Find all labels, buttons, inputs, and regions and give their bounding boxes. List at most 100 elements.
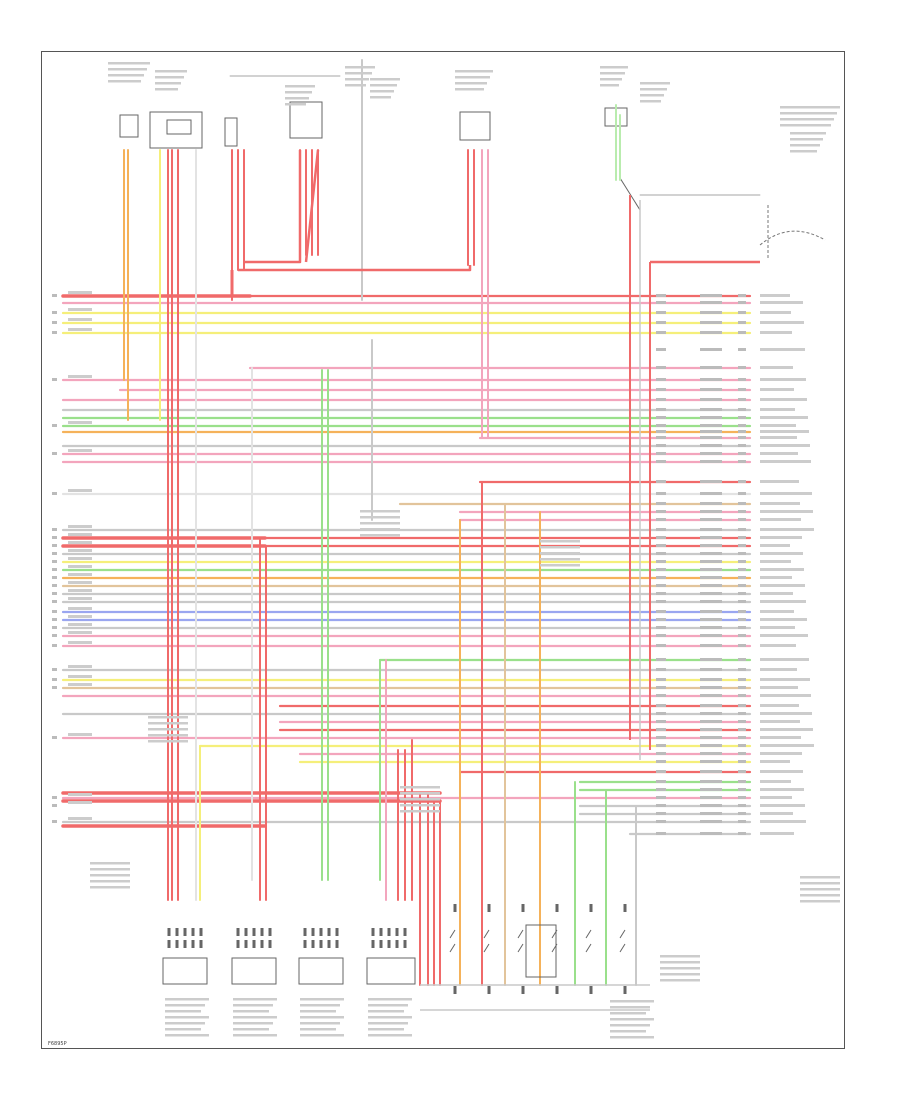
annotation-mark [800, 888, 840, 891]
left-pin-mark [52, 311, 57, 314]
injector-pin [244, 928, 248, 936]
circuit-name-mark [760, 644, 796, 647]
wire-color-mark [700, 694, 722, 697]
injector-pin [403, 940, 407, 948]
circuit-name-mark [760, 686, 798, 689]
wire-color-mark [700, 804, 722, 807]
circuit-name-mark [760, 388, 794, 391]
component-label-mark [790, 138, 823, 141]
injector-pin [175, 928, 179, 936]
annotation-mark [360, 516, 400, 519]
circuit-name-mark [760, 331, 792, 334]
pin-label-mark [656, 788, 666, 791]
pin-label-mark [656, 388, 666, 391]
circuit-name-mark [760, 694, 811, 697]
left-wire-label-mark [68, 308, 92, 311]
pin-number-mark [738, 592, 746, 595]
component-label-mark [368, 1022, 408, 1025]
annotation-mark [400, 786, 440, 789]
coil-switch [517, 929, 524, 953]
wire-color-mark [700, 348, 722, 351]
wire-color-mark [700, 444, 722, 447]
left-wire-label-mark [68, 421, 92, 424]
coil-pin [623, 904, 627, 912]
left-wire-label-mark [68, 793, 92, 796]
circuit-name-mark [760, 804, 805, 807]
pin-label-mark [656, 678, 666, 681]
annotation-mark [540, 540, 580, 543]
circuit-name-mark [760, 560, 791, 563]
injector-pin [395, 940, 399, 948]
coil-pin [453, 904, 457, 912]
circuit-name-mark [760, 592, 793, 595]
pin-label-mark [656, 492, 666, 495]
wire-color-mark [700, 424, 722, 427]
pin-number-mark [738, 430, 746, 433]
injector-pin [371, 928, 375, 936]
pin-number-mark [738, 618, 746, 621]
circuit-name-mark [760, 518, 801, 521]
pin-label-mark [656, 552, 666, 555]
pin-number-mark [738, 694, 746, 697]
circuit-name-mark [760, 780, 791, 783]
left-wire-label-mark [68, 623, 92, 626]
pin-number-mark [738, 301, 746, 304]
left-wire-label-mark [68, 525, 92, 528]
splice-box [224, 117, 238, 147]
left-pin-mark [52, 678, 57, 681]
coil-switch [483, 929, 490, 953]
component-label-mark [610, 1018, 654, 1021]
wire-color-mark [700, 584, 722, 587]
component-label-mark [370, 78, 400, 81]
left-wire-label-mark [68, 615, 92, 618]
component-label-mark [368, 1016, 412, 1019]
pin-label-mark [656, 804, 666, 807]
pin-label-mark [656, 430, 666, 433]
left-pin-mark [52, 644, 57, 647]
component-label-mark [610, 1036, 654, 1039]
pin-number-mark [738, 760, 746, 763]
pin-number-mark [738, 644, 746, 647]
circuit-name-mark [760, 568, 804, 571]
pin-label-mark [656, 480, 666, 483]
left-wire-label-mark [68, 318, 92, 321]
left-wire-label-mark [68, 675, 92, 678]
component-label-mark [155, 76, 184, 79]
pin-label-mark [656, 576, 666, 579]
component-label-mark [790, 132, 826, 135]
injector-pin [303, 940, 307, 948]
wire-color-mark [700, 544, 722, 547]
injector-pin [335, 940, 339, 948]
wire-color-mark [700, 536, 722, 539]
circuit-name-mark [760, 430, 809, 433]
pin-number-mark [738, 712, 746, 715]
component-label-mark [233, 1022, 273, 1025]
left-wire-label-mark [68, 449, 92, 452]
annotation-mark [800, 900, 840, 903]
pin-label-mark [656, 366, 666, 369]
injector-pin [327, 928, 331, 936]
pin-number-mark [738, 518, 746, 521]
injector-pin [191, 928, 195, 936]
left-pin-mark [52, 492, 57, 495]
left-pin-mark [52, 452, 57, 455]
left-pin-mark [52, 331, 57, 334]
wire-color-mark [700, 378, 722, 381]
circuit-name-mark [760, 760, 790, 763]
pin-label-mark [656, 408, 666, 411]
relay-box [149, 111, 203, 149]
left-wire-label-mark [68, 589, 92, 592]
wire-color-mark [700, 760, 722, 763]
injector-pin [167, 928, 171, 936]
left-pin-mark [52, 668, 57, 671]
pin-number-mark [738, 804, 746, 807]
injector-pin [167, 940, 171, 948]
circuit-name-mark [760, 812, 793, 815]
component-label-mark [640, 88, 667, 91]
pin-number-mark [738, 610, 746, 613]
injector-connector-2 [231, 957, 277, 985]
pin-label-mark [656, 812, 666, 815]
component-label-mark [155, 88, 178, 91]
injector-pin [236, 940, 240, 948]
